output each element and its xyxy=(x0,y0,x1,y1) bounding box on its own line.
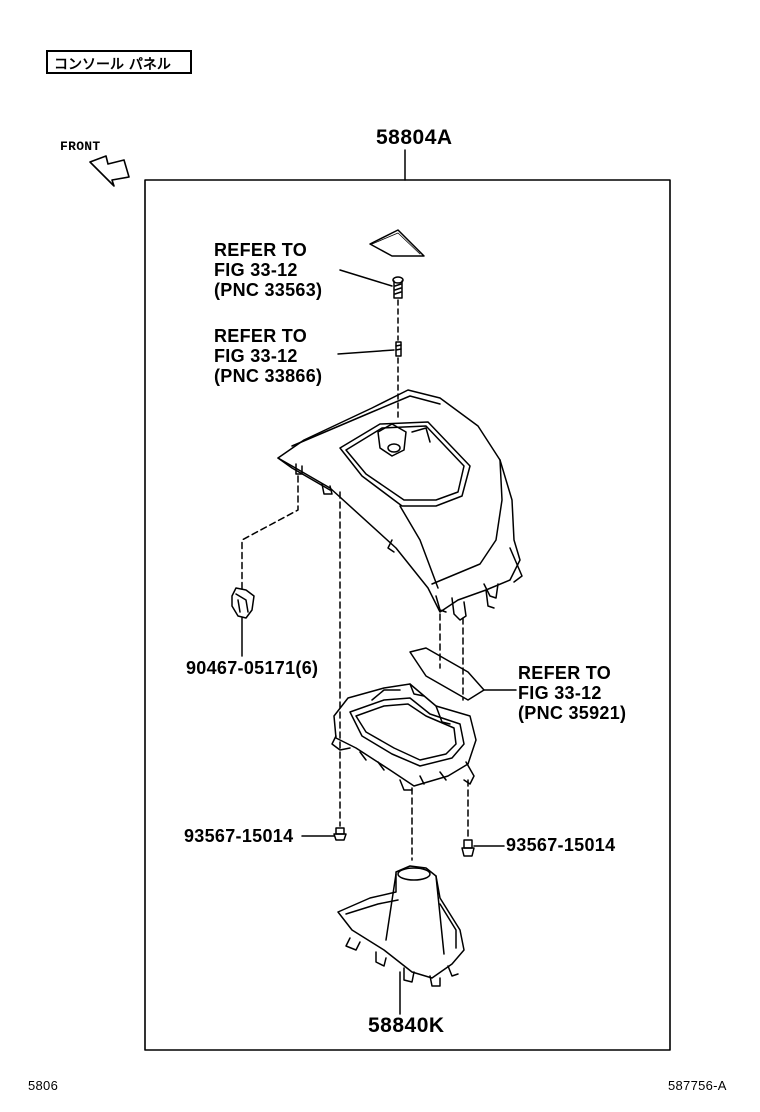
callout-ref2-line2: FIG 33-12 xyxy=(214,346,298,366)
callout-ref3-line3: (PNC 35921) xyxy=(518,703,627,723)
screw-right-part-number: 93567-15014 xyxy=(506,835,616,855)
callout-ref1-line3: (PNC 33563) xyxy=(214,280,323,300)
clip-90467 xyxy=(231,587,255,619)
front-label: FRONT xyxy=(60,139,101,154)
assembly-part-number: 58804A xyxy=(376,126,453,149)
console-panel-upper xyxy=(277,389,523,621)
bezel-frame xyxy=(331,683,477,791)
shift-boot xyxy=(337,865,465,987)
screw-right-93567 xyxy=(461,839,475,857)
callout-ref3-line1: REFER TO xyxy=(518,663,612,683)
leader-ref2 xyxy=(337,349,395,355)
clip-part-number: 90467-05171(6) xyxy=(186,658,319,678)
stud-33866 xyxy=(395,341,402,357)
footer-right-code: 587756-A xyxy=(668,1078,727,1093)
screw-33563 xyxy=(392,276,404,299)
callout-ref3-line2: FIG 33-12 xyxy=(518,683,602,703)
assembly-frame xyxy=(144,179,671,1051)
clip-dash xyxy=(241,475,299,591)
footer-left-code: 5806 xyxy=(28,1078,59,1093)
leader-ref1 xyxy=(339,269,393,287)
callout-ref2-line1: REFER TO xyxy=(214,326,308,346)
screw-left-93567 xyxy=(333,827,347,841)
screw-left-part-number: 93567-15014 xyxy=(184,826,294,846)
callout-ref1-line1: REFER TO xyxy=(214,240,308,260)
tape-35921 xyxy=(409,647,485,701)
title-box: コンソール パネル xyxy=(46,50,192,74)
callout-ref2-line3: (PNC 33866) xyxy=(214,366,323,386)
cover-triangle xyxy=(369,229,425,257)
boot-part-number: 58840K xyxy=(368,1014,445,1037)
front-arrow-icon xyxy=(89,155,130,187)
callout-ref1-line2: FIG 33-12 xyxy=(214,260,298,280)
page-title: コンソール パネル xyxy=(54,57,171,73)
